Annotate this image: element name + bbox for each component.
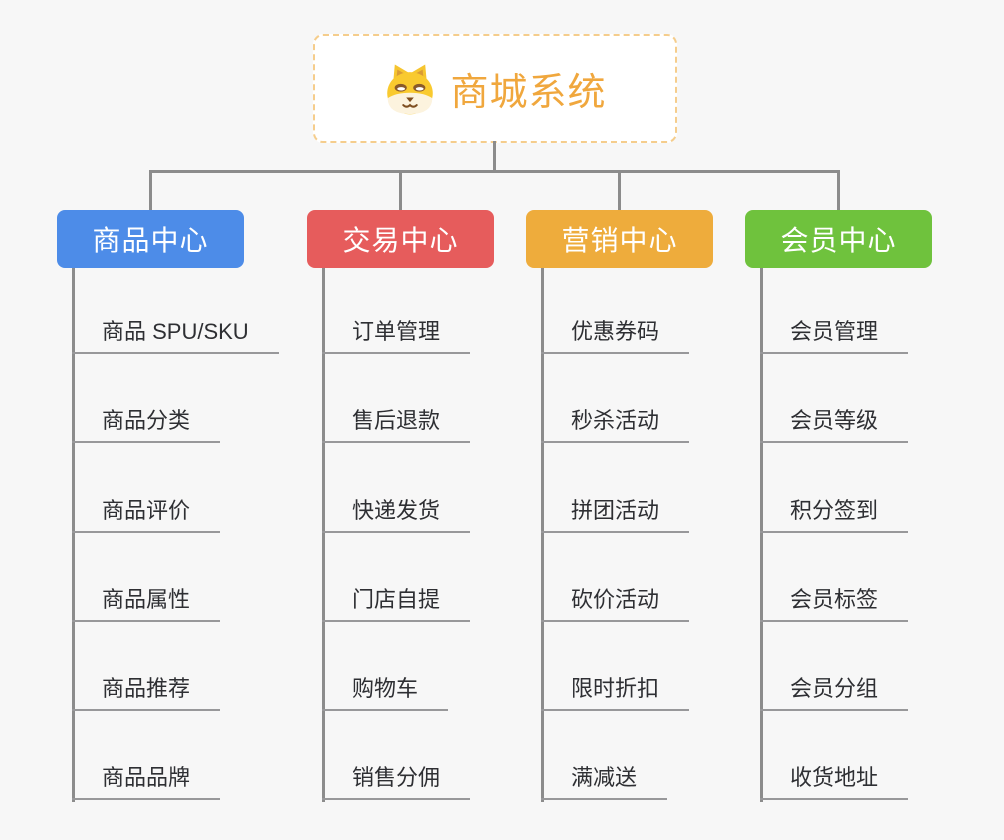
connector-horizontal xyxy=(149,170,840,173)
branch-node[interactable]: 商品中心 xyxy=(57,210,244,268)
branch-node[interactable]: 交易中心 xyxy=(307,210,494,268)
leaf-node[interactable]: 秒杀活动 xyxy=(541,407,690,443)
leaf-node[interactable]: 商品属性 xyxy=(72,586,221,622)
leaf-node[interactable]: 会员管理 xyxy=(760,318,909,354)
leaf-node[interactable]: 购物车 xyxy=(322,675,449,711)
leaf-node[interactable]: 销售分佣 xyxy=(322,764,471,800)
leaf-node[interactable]: 商品品牌 xyxy=(72,764,221,800)
branch-node[interactable]: 会员中心 xyxy=(745,210,932,268)
root-node[interactable]: 商城系统 xyxy=(313,34,677,143)
leaf-node[interactable]: 收货地址 xyxy=(760,764,909,800)
root-title: 商城系统 xyxy=(450,72,607,114)
leaf-node[interactable]: 售后退款 xyxy=(322,407,471,443)
leaf-node[interactable]: 商品推荐 xyxy=(72,675,221,711)
connector-trunk xyxy=(541,268,544,802)
connector-trunk xyxy=(760,268,763,802)
connector-trunk xyxy=(322,268,325,802)
leaf-node[interactable]: 积分签到 xyxy=(760,497,909,533)
leaf-node[interactable]: 优惠券码 xyxy=(541,318,690,354)
leaf-node[interactable]: 满减送 xyxy=(541,764,668,800)
connector-root-stub xyxy=(493,141,496,172)
leaf-node[interactable]: 商品分类 xyxy=(72,407,221,443)
leaf-node[interactable]: 商品 SPU/SKU xyxy=(72,318,279,354)
leaf-node[interactable]: 商品评价 xyxy=(72,497,221,533)
connector-drop xyxy=(837,170,840,210)
connector-trunk xyxy=(72,268,75,802)
leaf-node[interactable]: 拼团活动 xyxy=(541,497,690,533)
leaf-node[interactable]: 会员等级 xyxy=(760,407,909,443)
leaf-node[interactable]: 快递发货 xyxy=(322,497,471,533)
connector-drop xyxy=(149,170,152,210)
connector-drop xyxy=(399,170,402,210)
leaf-node[interactable]: 会员标签 xyxy=(760,586,909,622)
leaf-node[interactable]: 砍价活动 xyxy=(541,586,690,622)
connector-drop xyxy=(618,170,621,210)
dog-face-icon xyxy=(383,61,437,117)
branch-node[interactable]: 营销中心 xyxy=(526,210,713,268)
leaf-node[interactable]: 订单管理 xyxy=(322,318,471,354)
leaf-node[interactable]: 限时折扣 xyxy=(541,675,690,711)
leaf-node[interactable]: 门店自提 xyxy=(322,586,471,622)
leaf-node[interactable]: 会员分组 xyxy=(760,675,909,711)
